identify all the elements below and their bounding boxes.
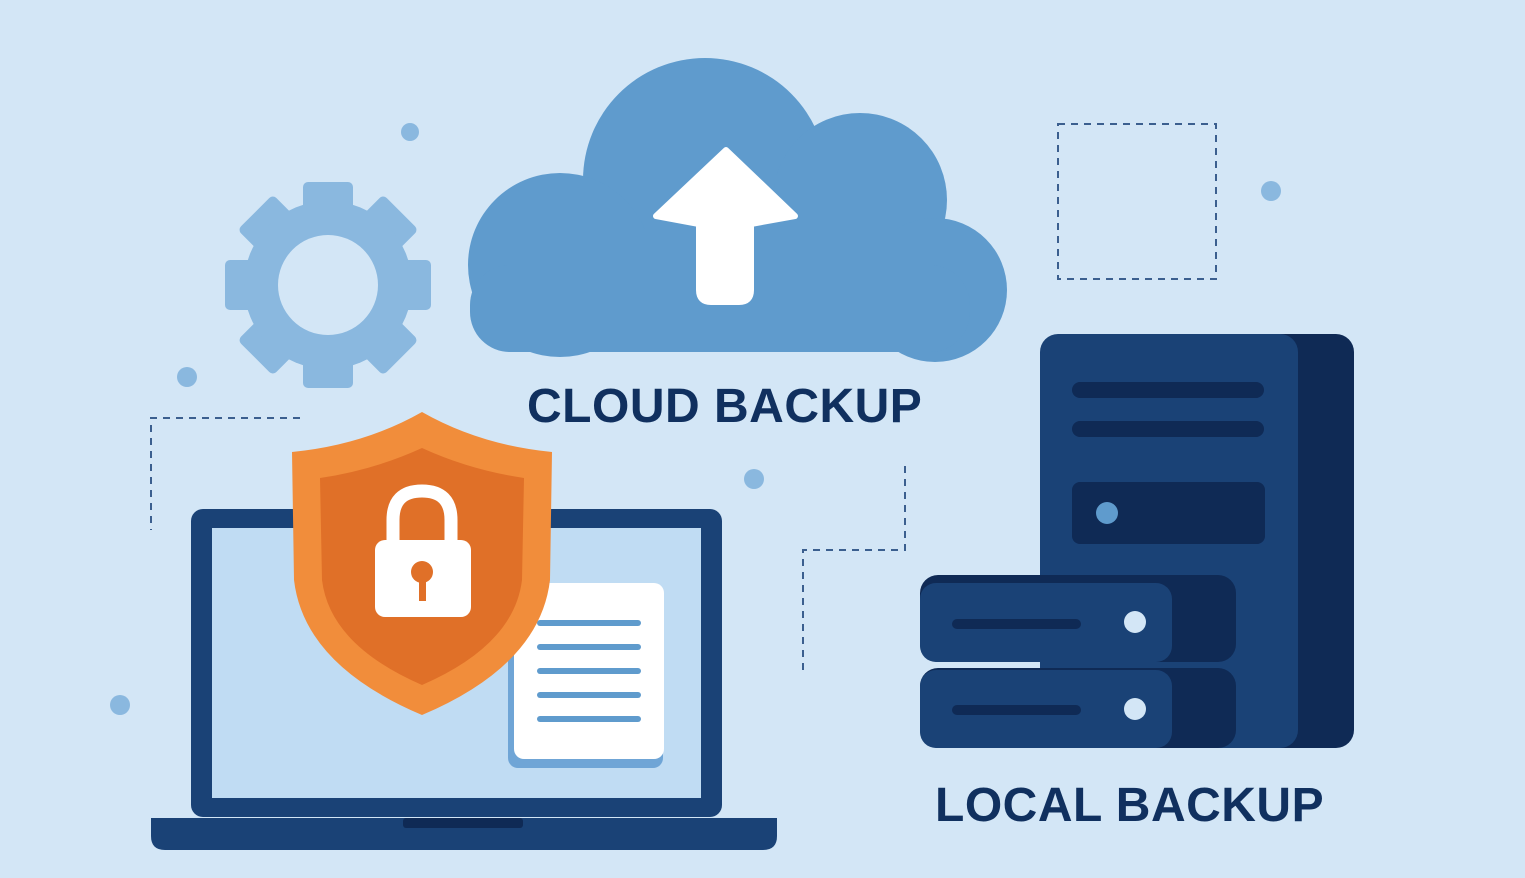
decor-dot xyxy=(401,123,419,141)
laptop-notch xyxy=(403,818,523,828)
dashed-square xyxy=(1057,123,1217,280)
dashed-connectors xyxy=(150,123,1217,670)
local-backup-label: LOCAL BACKUP xyxy=(935,779,1325,832)
dashed-line-center xyxy=(802,466,906,670)
decor-dot xyxy=(110,695,130,715)
decor-dot xyxy=(1261,181,1281,201)
cloud-backup-label: CLOUD BACKUP xyxy=(527,380,923,433)
cloud-icon xyxy=(468,58,1007,362)
decorative-dots xyxy=(110,123,1281,715)
decor-dot xyxy=(744,469,764,489)
padlock-icon xyxy=(375,484,471,617)
decor-dot xyxy=(177,367,197,387)
upload-arrow-icon xyxy=(653,147,798,305)
server-rack-icon xyxy=(920,575,1236,748)
document-icon xyxy=(508,583,664,768)
server-unit-top xyxy=(920,575,1236,662)
laptop-base xyxy=(151,818,777,850)
dashed-line-left xyxy=(150,417,300,530)
server-unit-bottom xyxy=(920,668,1236,748)
gear-icon xyxy=(225,182,431,388)
